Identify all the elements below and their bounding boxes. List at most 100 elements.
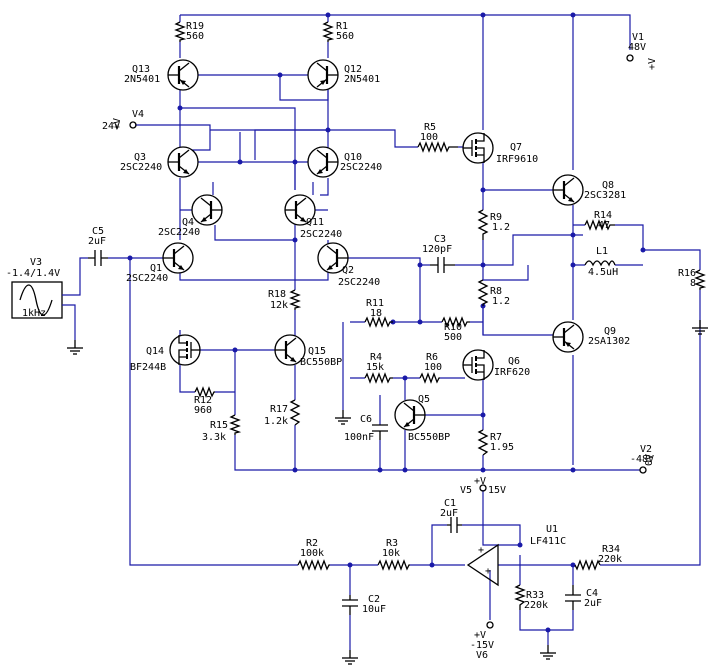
label-r34-name: R34	[602, 544, 620, 555]
opamp-u1: + +	[466, 543, 499, 587]
capacitor-c3	[430, 257, 455, 273]
label-r4-name: R4	[370, 352, 382, 363]
resistor-r17	[289, 399, 301, 426]
transistor-q14	[169, 334, 201, 366]
capacitor-c2	[342, 595, 358, 615]
capacitor-c5	[88, 250, 108, 266]
transistor-q8	[551, 173, 585, 207]
label-q8-name: Q8	[602, 180, 614, 191]
wires	[65, 14, 701, 650]
capacitor-c4	[565, 585, 581, 610]
label-r10-name: R10	[444, 322, 462, 333]
label-v2-value: -48V	[630, 454, 654, 465]
label-r5-value: 100	[420, 132, 438, 143]
label-c1-name: C1	[444, 498, 456, 509]
transistor-q9	[551, 320, 585, 354]
svg-text:+: +	[485, 566, 491, 577]
label-r12-name: R12	[194, 395, 212, 406]
transistor-q13	[166, 58, 200, 92]
resistor-r14	[584, 219, 615, 231]
label-r6-value: 100	[424, 362, 442, 373]
label-v3-name: V3	[30, 257, 42, 268]
label-r9-name: R9	[490, 212, 502, 223]
label-v6-name: V6	[476, 650, 488, 661]
svg-text:+: +	[478, 545, 484, 556]
label-q7-value: IRF9610	[496, 154, 538, 165]
label-q2-name: Q2	[342, 265, 354, 276]
label-q11-name: Q11	[306, 217, 324, 228]
label-c1-value: 2uF	[440, 508, 458, 519]
label-r17-name: R17	[270, 404, 288, 415]
ground-icon	[539, 644, 557, 660]
label-r17-value: 1.2k	[264, 416, 288, 427]
label-v3-freq: 1kHz	[22, 308, 46, 319]
resistor-r12	[194, 386, 215, 398]
signal-source-v3	[11, 281, 76, 340]
resistor-r33	[514, 584, 526, 610]
capacitor-c1	[447, 517, 462, 533]
label-c2-value: 10uF	[362, 604, 386, 615]
label-q6-name: Q6	[508, 356, 520, 367]
label-q6-value: IRF620	[494, 367, 530, 378]
label-v6-value: -15V	[470, 640, 494, 651]
label-q14-value: BF244B	[130, 362, 166, 373]
label-r9-value: 1.2	[492, 222, 510, 233]
label-v4-name: V4	[132, 109, 144, 120]
label-q5-value: BC550BP	[408, 432, 450, 443]
ground-icon	[66, 339, 84, 355]
label-v1-name: V1	[632, 32, 644, 43]
resistor-r15	[229, 414, 242, 435]
label-r18-value: 12k	[270, 300, 288, 311]
label-v2-zero: 0V	[644, 454, 655, 466]
label-r1-name: R1	[336, 21, 348, 32]
label-q15-value: BC550BP	[300, 357, 342, 368]
label-q3-name: Q3	[134, 152, 146, 163]
resistor-r2	[297, 559, 330, 571]
inductor-l1	[584, 260, 616, 267]
transistor-q3	[166, 145, 200, 179]
resistor-r10	[441, 316, 470, 328]
ground-icon	[334, 409, 352, 425]
resistor-r1	[322, 21, 335, 42]
label-q10-value: 2SC2240	[340, 162, 382, 173]
capacitor-c6	[372, 424, 388, 440]
label-v1-plus: +V	[647, 58, 658, 70]
label-c6-name: C6	[360, 414, 372, 425]
transistor-q1	[161, 241, 195, 275]
label-r19-value: 560	[186, 31, 204, 42]
label-q12-name: Q12	[344, 64, 362, 75]
label-v5-name: V5	[460, 485, 472, 496]
label-r3-value: 10k	[382, 548, 400, 559]
label-r19-name: R19	[186, 21, 204, 32]
label-q7-name: Q7	[510, 142, 522, 153]
label-c3-name: C3	[434, 234, 446, 245]
label-v4-value: 24V	[102, 121, 120, 132]
resistor-r6	[419, 372, 440, 384]
label-r2-name: R2	[306, 538, 318, 549]
label-l1-value: 4.5uH	[588, 267, 618, 278]
resistor-r11	[364, 316, 393, 328]
resistor-r7	[477, 429, 489, 456]
label-q13-value: 2N5401	[124, 74, 160, 85]
label-v2-name: V2	[640, 444, 652, 455]
label-q9-value: 2SA1302	[588, 336, 630, 347]
label-c3-value: 120pF	[422, 244, 452, 255]
label-r8-value: 1.2	[492, 296, 510, 307]
label-r11-value: 18	[370, 308, 382, 319]
label-r15-name: R15	[210, 420, 228, 431]
transistor-q6	[462, 349, 494, 381]
label-u1-value: LF411C	[530, 536, 566, 547]
junctions	[127, 12, 646, 633]
resistors	[174, 21, 707, 610]
label-c4-name: C4	[586, 588, 598, 599]
label-q15-name: Q15	[308, 346, 326, 357]
supply-terminals	[129, 54, 647, 629]
resistor-r16	[694, 269, 707, 290]
label-r33-name: R33	[526, 590, 544, 601]
label-l1-name: L1	[596, 246, 608, 257]
transistor-q7	[462, 132, 494, 164]
label-q4-value: 2SC2240	[158, 227, 200, 238]
label-u1-name: U1	[546, 524, 558, 535]
resistor-r3	[377, 559, 410, 571]
